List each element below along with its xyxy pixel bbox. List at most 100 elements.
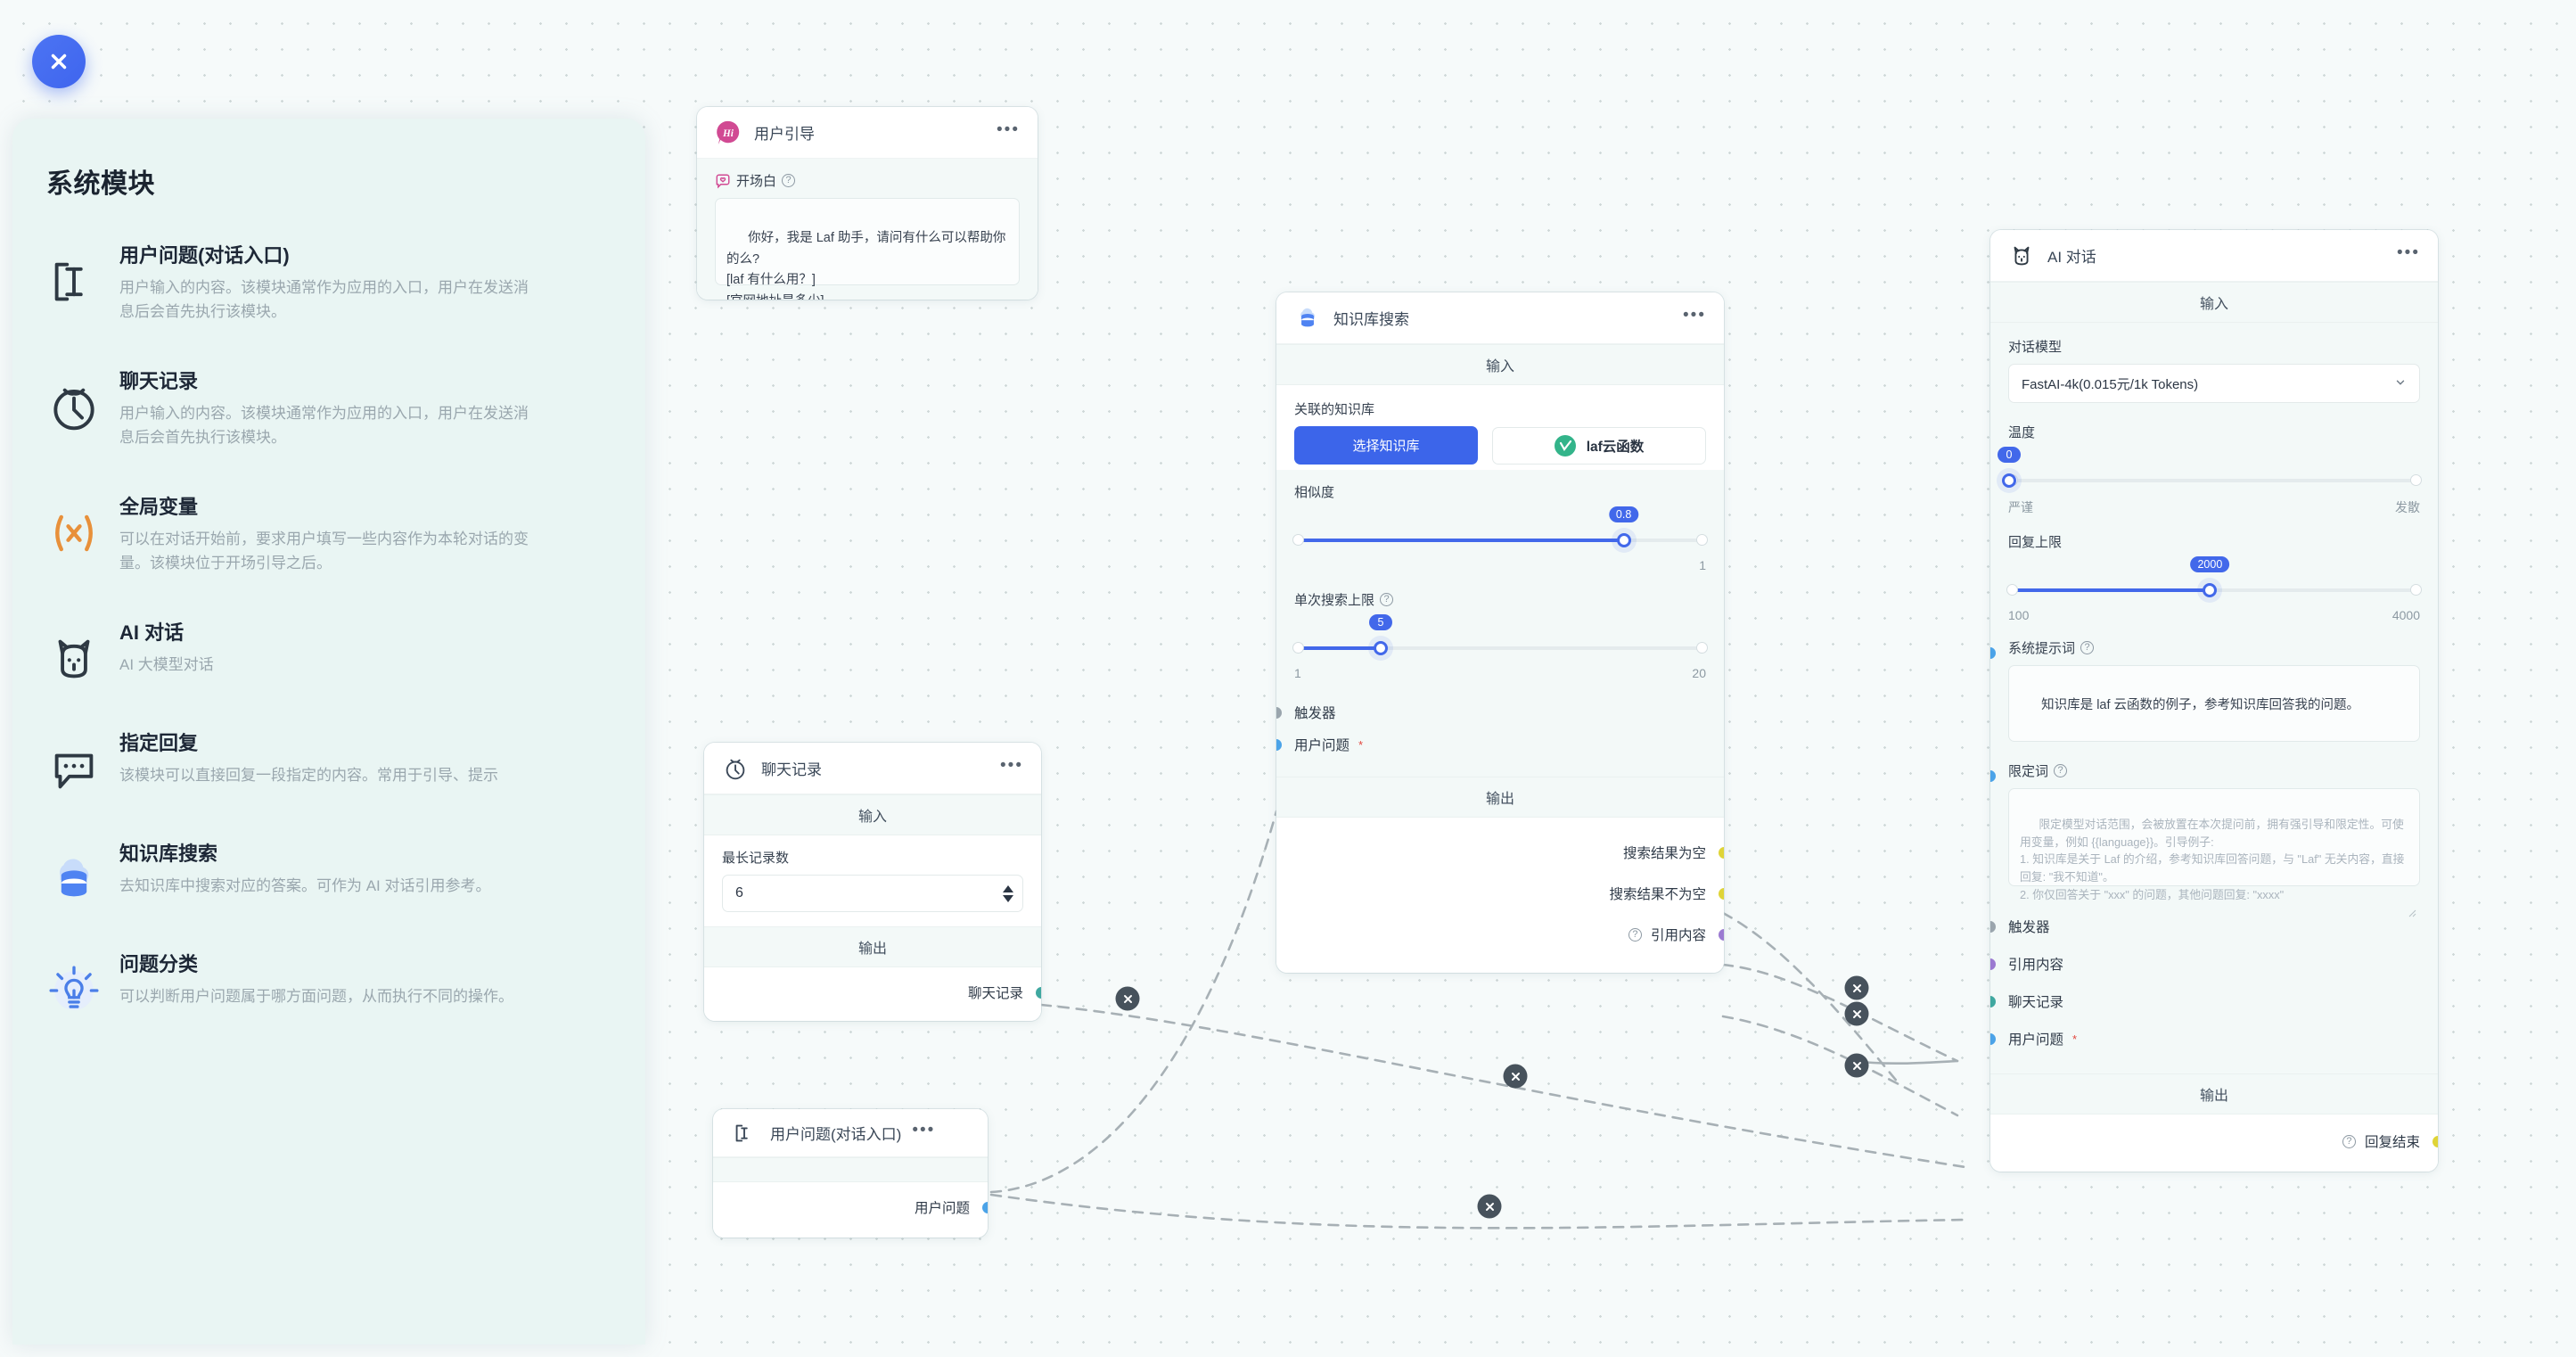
max-tokens-slider[interactable]: 2000	[2006, 556, 2422, 604]
node-header[interactable]: 知识库搜索 •••	[1276, 292, 1724, 344]
port-in-trigger[interactable]: 触发器	[1990, 908, 2420, 945]
help-icon[interactable]: ?	[2054, 764, 2068, 777]
port-dot-system-prompt[interactable]	[1990, 647, 1996, 659]
node-user-question[interactable]: 用户问题(对话入口) ••• 用户问题	[713, 1109, 988, 1238]
temperature-knob[interactable]	[2002, 473, 2016, 488]
edge-delete-button[interactable]	[1503, 1064, 1528, 1089]
module-item-question-classify[interactable]: 问题分类 可以判断用户问题属于哪方面问题，从而执行不同的操作。	[12, 949, 645, 1018]
node-menu-button[interactable]: •••	[1000, 756, 1023, 775]
help-icon[interactable]: ?	[782, 174, 796, 187]
section-input: 输入	[704, 794, 1041, 835]
search-limit-knob[interactable]	[1374, 641, 1389, 655]
dataset-tag-laf[interactable]: laf云函数	[1492, 426, 1706, 465]
help-icon[interactable]: ?	[1380, 593, 1394, 606]
module-item-kb-search[interactable]: 知识库搜索 去知识库中搜索对应的答案。可作为 AI 对话引用参考。	[12, 838, 645, 908]
port-dot[interactable]	[982, 1201, 988, 1213]
node-header[interactable]: Hi 用户引导 •••	[697, 107, 1038, 159]
port-dot[interactable]	[1719, 887, 1724, 900]
section-divider	[713, 1157, 988, 1182]
system-prompt-textarea[interactable]: 知识库是 laf 云函数的例子，参考知识库回答我的问题。	[2008, 665, 2420, 775]
port-dot[interactable]	[1276, 738, 1282, 751]
search-limit-slider[interactable]: 5	[1292, 614, 1708, 662]
port-dot[interactable]	[1719, 846, 1724, 859]
node-menu-button[interactable]: •••	[997, 120, 1020, 139]
port-dot[interactable]	[1990, 920, 1996, 933]
port-out-quote[interactable]: ? 引用内容	[1294, 914, 1724, 955]
select-dataset-button[interactable]: 选择知识库	[1294, 426, 1478, 465]
port-dot[interactable]	[1276, 706, 1282, 719]
port-dot[interactable]	[1990, 958, 1996, 970]
port-out-user-question[interactable]: 用户问题	[731, 1191, 988, 1223]
similarity-knob[interactable]	[1616, 533, 1631, 547]
similarity-value: 0.8	[1608, 506, 1639, 522]
robot-icon	[46, 631, 102, 687]
search-limit-value: 5	[1369, 614, 1393, 630]
module-item-specified-reply[interactable]: 指定回复 该模块可以直接回复一段指定的内容。常用于引导、提示	[12, 728, 645, 797]
module-title: 用户问题(对话入口)	[119, 244, 290, 267]
node-header[interactable]: 用户问题(对话入口) •••	[713, 1109, 988, 1157]
edge-delete-button[interactable]	[1844, 975, 1869, 1000]
port-dot[interactable]	[1990, 995, 1996, 1007]
port-label: 搜索结果为空	[1622, 846, 1706, 861]
stepper-arrows[interactable]	[1003, 884, 1013, 902]
resize-grip-icon[interactable]	[1005, 272, 1016, 283]
svg-text:Hi: Hi	[722, 127, 734, 138]
port-dot-limit-prompt[interactable]	[1990, 770, 1996, 782]
port-label: 用户问题	[2008, 1032, 2064, 1048]
resize-grip-icon[interactable]	[2406, 873, 2416, 917]
limit-prompt-textarea[interactable]: 限定模型对话范围，会被放置在本次提问前，拥有强引导和限定性。可使用变量，例如 {…	[2008, 788, 2420, 917]
port-out-finish[interactable]: ? 回复结束	[2008, 1125, 2438, 1157]
port-dot[interactable]	[1990, 1032, 1996, 1045]
port-out-empty[interactable]: 搜索结果为空	[1294, 832, 1724, 873]
module-item-global-variable[interactable]: 全局变量 可以在对话开始前，要求用户填写一些内容作为本轮对话的变量。该模块位于开…	[12, 491, 645, 576]
node-header[interactable]: 聊天记录 •••	[704, 743, 1041, 794]
edge-delete-button[interactable]	[1115, 986, 1140, 1011]
max-records-stepper[interactable]: 6	[722, 875, 1023, 912]
node-header[interactable]: AI 对话 •••	[1990, 230, 2438, 282]
port-in-user-question[interactable]: 用户问题*	[1276, 728, 1706, 761]
node-inputs: 触发器 用户问题*	[1276, 682, 1724, 777]
close-panel-button[interactable]	[32, 35, 86, 88]
resize-grip-icon[interactable]	[2406, 728, 2416, 775]
node-outputs: 搜索结果为空 搜索结果不为空 ? 引用内容	[1276, 818, 1724, 973]
opening-text-textarea[interactable]: 你好，我是 Laf 助手，请问有什么可以帮助你的么? [laf 有什么用？] […	[715, 198, 1020, 300]
node-menu-button[interactable]: •••	[912, 1121, 936, 1139]
module-item-chat-history[interactable]: 聊天记录 用户输入的内容。该模块通常作为应用的入口，用户在发送消息后会首先执行该…	[12, 366, 645, 450]
node-chat-history[interactable]: 聊天记录 ••• 输入 最长记录数 6 输出 聊天记录	[704, 743, 1041, 1021]
max-tokens-knob[interactable]	[2203, 583, 2218, 597]
model-select[interactable]: FastAI-4k(0.015元/1k Tokens)	[2008, 364, 2420, 403]
help-icon[interactable]: ?	[2342, 1134, 2356, 1148]
module-list: 用户问题(对话入口) 用户输入的内容。该模块通常作为应用的入口，用户在发送消息后…	[12, 240, 645, 1018]
search-limit-min: 1	[1294, 666, 1301, 680]
help-icon[interactable]: ?	[2080, 641, 2095, 654]
similarity-slider[interactable]: 0.8	[1292, 506, 1708, 555]
port-in-user-question[interactable]: 用户问题*	[1990, 1020, 2420, 1057]
temperature-slider[interactable]: 0	[1998, 447, 2422, 495]
close-icon	[51, 53, 67, 70]
port-out-chat-history[interactable]: 聊天记录	[722, 976, 1041, 1008]
module-item-ai-chat[interactable]: AI 对话 AI 大模型对话	[12, 617, 645, 687]
node-user-guide[interactable]: Hi 用户引导 ••• 开场白 ? 你好，我是 Laf 助手，请问有什么可以帮助…	[697, 107, 1038, 300]
edge-delete-button[interactable]	[1844, 1001, 1869, 1026]
edge-delete-button[interactable]	[1844, 1053, 1869, 1078]
port-out-not-empty[interactable]: 搜索结果不为空	[1294, 873, 1724, 914]
search-limit-max: 20	[1692, 666, 1706, 680]
node-menu-button[interactable]: •••	[2397, 243, 2420, 262]
port-dot[interactable]	[1719, 928, 1724, 941]
help-icon[interactable]: ?	[1628, 927, 1642, 942]
section-output: 输出	[1990, 1073, 2438, 1114]
port-label: 引用内容	[2008, 958, 2064, 973]
edge-delete-button[interactable]	[1477, 1194, 1502, 1219]
node-menu-button[interactable]: •••	[1683, 306, 1706, 325]
node-title: 聊天记录	[761, 761, 822, 778]
required-marker: *	[1358, 737, 1364, 752]
node-ai-chat[interactable]: AI 对话 ••• 输入 对话模型 FastAI-4k(0.015元/1k To…	[1990, 230, 2438, 1172]
port-in-trigger[interactable]: 触发器	[1276, 696, 1706, 728]
port-dot[interactable]	[1036, 986, 1041, 999]
node-kb-search[interactable]: 知识库搜索 ••• 输入 关联的知识库 选择知识库 laf云函数 相似度 0.8…	[1276, 292, 1724, 973]
heart-bubble-icon	[716, 174, 730, 188]
port-in-quote[interactable]: 引用内容	[1990, 945, 2420, 983]
port-in-history[interactable]: 聊天记录	[1990, 983, 2420, 1020]
module-item-user-question[interactable]: 用户问题(对话入口) 用户输入的内容。该模块通常作为应用的入口，用户在发送消息后…	[12, 240, 645, 325]
port-dot[interactable]	[2432, 1135, 2438, 1147]
